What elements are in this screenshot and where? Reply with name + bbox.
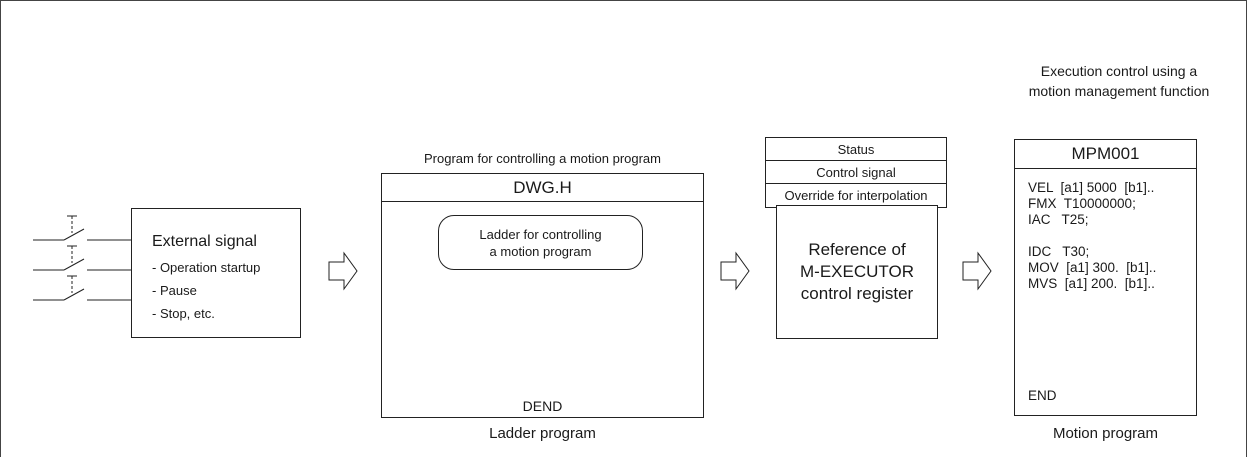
ladder-program-box [381,173,704,418]
motion-program-box [1014,139,1197,416]
motion-caption-top-1: Execution control using a [1040,63,1198,79]
register-reference-line-2: M-EXECUTOR [800,262,914,281]
control-register-table: Status Control signal Override for inter… [765,137,947,208]
code-line-vel: VEL [a1] 5000 [b1].. [1028,180,1155,195]
external-signal-item-pause: - Pause [152,283,197,298]
control-row-status: Status [766,138,946,161]
switch-contact-2 [33,245,131,271]
register-reference-line-3: control register [800,284,914,303]
ladder-caption-top: Program for controlling a motion program [424,151,661,166]
ladder-header: DWG.H [381,173,704,202]
code-line-mvs: MVS [a1] 200. [b1].. [1028,276,1155,291]
motion-caption-top-2: motion management function [1028,83,1210,99]
flow-arrow-1 [328,251,358,291]
external-signal-title: External signal [152,233,257,250]
ladder-logic-line-2: a motion program [489,243,592,259]
external-signal-item-startup: - Operation startup [152,260,261,275]
switch-contact-1 [33,215,131,241]
motion-program-header: MPM001 [1014,139,1197,169]
switch-contact-3 [33,275,131,301]
ladder-end-label: DEND [522,398,563,414]
code-line-idc: IDC T30; [1028,244,1090,259]
code-line-fmx: FMX T10000000; [1028,196,1136,211]
register-reference-box: Reference of M-EXECUTOR control register [776,205,938,339]
flow-arrow-2 [720,251,750,291]
ladder-logic-line-1: Ladder for controlling [479,226,602,242]
external-signal-box [131,208,301,338]
ladder-caption-bottom: Ladder program [489,425,596,442]
external-signal-item-stop: - Stop, etc. [152,306,215,321]
motion-caption-bottom: Motion program [1052,425,1159,442]
code-line-mov: MOV [a1] 300. [b1].. [1028,260,1157,275]
code-line-iac: IAC T25; [1028,212,1089,227]
flow-arrow-3 [962,251,992,291]
ladder-logic-block: Ladder for controlling a motion program [438,215,643,270]
code-line-end: END [1028,388,1057,403]
register-reference-line-1: Reference of [808,240,906,259]
control-row-override: Override for interpolation [784,188,928,203]
control-row-control-signal: Control signal [766,161,946,184]
